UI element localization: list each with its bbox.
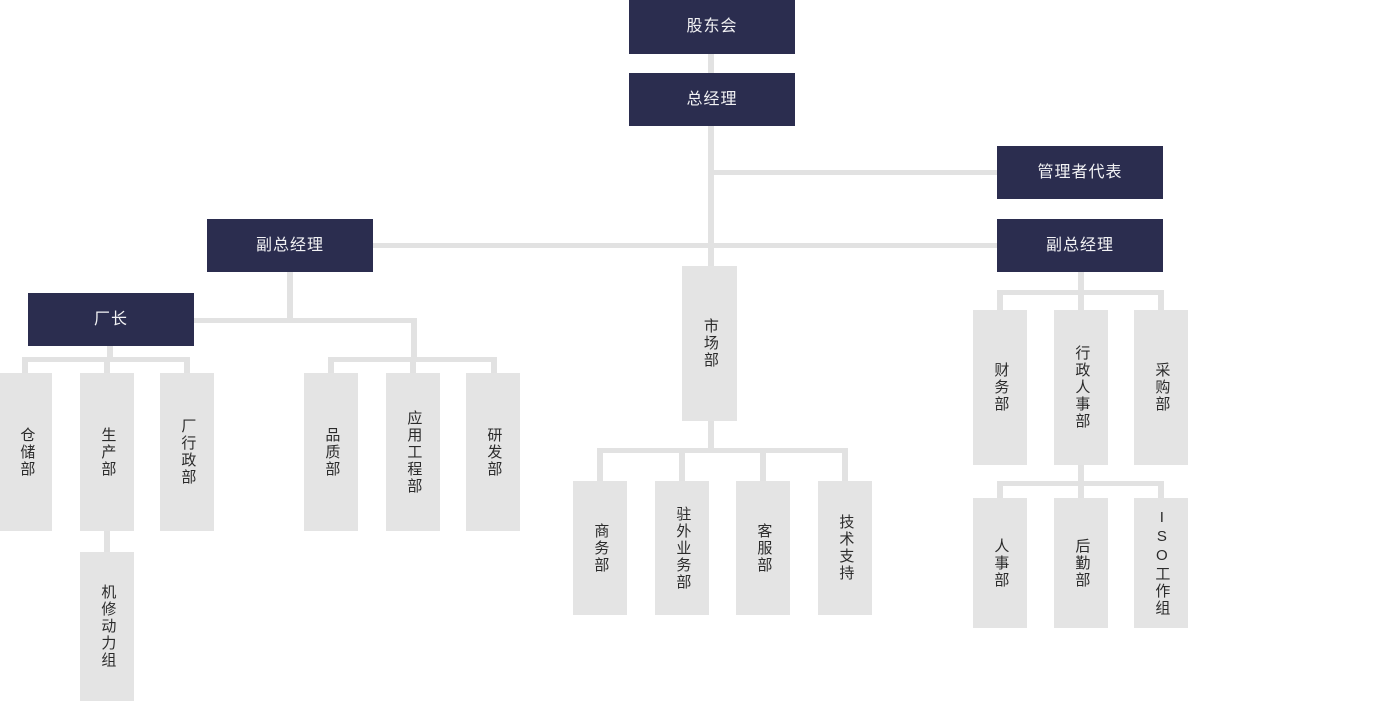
node-machine-power-group[interactable]: 机修动力组 (80, 552, 134, 701)
node-warehouse-dept-label: 仓储部 (18, 426, 36, 478)
node-purchasing-dept-label: 采购部 (1153, 362, 1171, 413)
connector-field-sales-drop (679, 448, 685, 482)
connector-deputy-left-drop (287, 270, 293, 322)
connector-business-drop (597, 448, 603, 482)
node-logistics-dept[interactable]: 后勤部 (1054, 498, 1108, 628)
node-plant-admin-dept[interactable]: 厂行政部 (160, 373, 214, 531)
node-field-sales-dept-label: 驻外业务部 (674, 505, 692, 591)
node-iso-working-group[interactable]: ISO工作组 (1134, 498, 1188, 628)
connector-quality-drop (328, 357, 334, 375)
node-field-sales-dept[interactable]: 驻外业务部 (655, 481, 709, 615)
connector-logistics-drop (1078, 481, 1084, 498)
node-business-dept[interactable]: 商务部 (573, 481, 627, 615)
node-hr-dept-label: 人事部 (992, 537, 1010, 589)
connector-warehouse-drop (22, 357, 28, 375)
connector-customer-service-drop (760, 448, 766, 482)
connector-purchasing-drop (1158, 290, 1164, 311)
connector-hr-drop (997, 481, 1003, 498)
connector-gm-to-deputy-right (711, 243, 999, 248)
connector-marketing-drop (708, 421, 714, 449)
node-plant-director-label: 厂长 (93, 310, 128, 328)
node-shareholders[interactable]: 股东会 (629, 0, 795, 54)
node-production-dept-label: 生产部 (99, 426, 117, 478)
connector-gm-to-management-rep (711, 170, 999, 175)
node-customer-service-dept[interactable]: 客服部 (736, 481, 790, 615)
connector-production-to-machine-group (104, 530, 110, 552)
node-rnd-dept-label: 研发部 (485, 426, 503, 478)
node-purchasing-dept[interactable]: 采购部 (1134, 310, 1188, 465)
node-deputy-general-manager-left[interactable]: 副总经理 (207, 219, 373, 272)
node-business-dept-label: 商务部 (592, 522, 610, 574)
node-logistics-dept-label: 后勤部 (1073, 537, 1091, 589)
connector-plant-director-drop (107, 345, 113, 361)
connector-deputy-left-to-eng-group (411, 318, 417, 361)
node-marketing-dept[interactable]: 市场部 (682, 266, 737, 421)
node-admin-hr-dept[interactable]: 行政人事部 (1054, 310, 1108, 465)
connector-deputy-right-drop (1078, 270, 1084, 294)
node-deputy-general-manager-right-label: 副总经理 (1045, 236, 1114, 254)
node-warehouse-dept[interactable]: 仓储部 (0, 373, 52, 531)
node-hr-dept[interactable]: 人事部 (973, 498, 1027, 628)
node-application-engineering-dept-label: 应用工程部 (405, 409, 423, 495)
node-deputy-general-manager-right[interactable]: 副总经理 (997, 219, 1163, 272)
connector-rnd-drop (491, 357, 497, 375)
node-production-dept[interactable]: 生产部 (80, 373, 134, 531)
node-admin-hr-dept-label: 行政人事部 (1073, 345, 1091, 430)
connector-gm-to-deputy-left (371, 243, 713, 248)
node-customer-service-dept-label: 客服部 (755, 522, 773, 574)
node-iso-working-group-label: ISO工作组 (1153, 509, 1171, 617)
node-tech-support-dept-label: 技术支持 (837, 514, 855, 582)
node-deputy-general-manager-left-label: 副总经理 (255, 236, 324, 254)
connector-admin-hr-drop (1078, 290, 1084, 311)
node-finance-dept-label: 财务部 (992, 362, 1010, 413)
node-rnd-dept[interactable]: 研发部 (466, 373, 520, 531)
connector-shareholders-to-gm (708, 53, 714, 73)
connector-deputy-left-bar (190, 318, 417, 323)
node-quality-dept[interactable]: 品质部 (304, 373, 358, 531)
node-management-representative-label: 管理者代表 (1037, 163, 1123, 181)
node-shareholders-label: 股东会 (686, 18, 738, 35)
connector-tech-support-drop (842, 448, 848, 482)
node-general-manager[interactable]: 总经理 (629, 73, 795, 126)
connector-iso-drop (1158, 481, 1164, 498)
connector-marketing-bar (598, 448, 848, 453)
node-machine-power-group-label: 机修动力组 (99, 584, 117, 669)
node-tech-support-dept[interactable]: 技术支持 (818, 481, 872, 615)
node-general-manager-label: 总经理 (686, 90, 738, 108)
node-plant-director[interactable]: 厂长 (28, 293, 194, 346)
connector-plant-admin-drop (184, 357, 190, 375)
connector-application-eng-drop (410, 357, 416, 375)
node-application-engineering-dept[interactable]: 应用工程部 (386, 373, 440, 531)
connector-finance-drop (997, 290, 1003, 311)
node-quality-dept-label: 品质部 (323, 426, 341, 478)
connector-production-drop (104, 357, 110, 375)
node-marketing-dept-label: 市场部 (701, 318, 719, 369)
connector-admin-hr-children-drop (1078, 465, 1084, 485)
connector-gm-trunk (708, 125, 714, 268)
node-management-representative[interactable]: 管理者代表 (997, 146, 1163, 199)
node-finance-dept[interactable]: 财务部 (973, 310, 1027, 465)
node-plant-admin-dept-label: 厂行政部 (179, 418, 197, 486)
